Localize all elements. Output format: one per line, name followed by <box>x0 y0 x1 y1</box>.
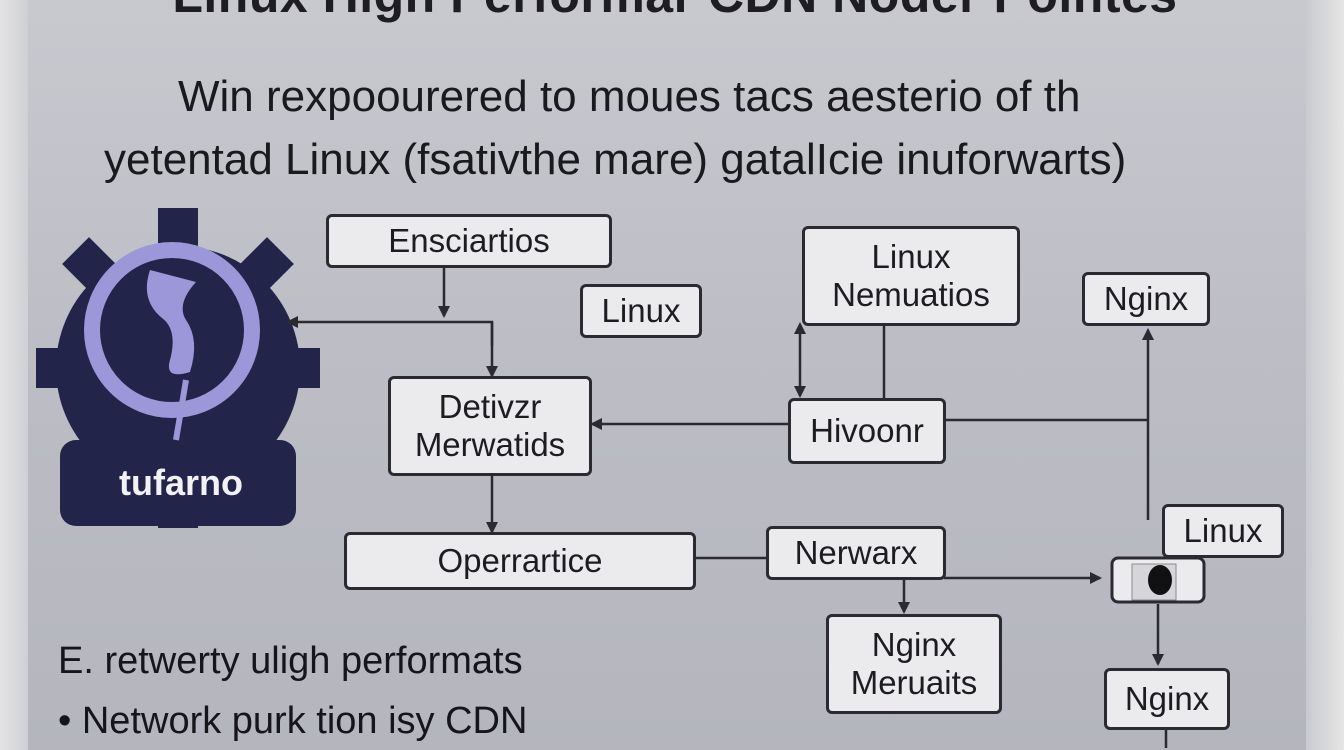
node-nginx-top: Nginx <box>1082 272 1210 326</box>
node-linux-right: Linux <box>1162 504 1284 558</box>
bullet-item: E. retwerty uligh performats <box>58 640 523 682</box>
gear-icon <box>36 208 320 528</box>
node-nerwarx: Nerwarx <box>766 526 946 580</box>
node-detivzr-merwatids: Detivzr Merwatids <box>388 376 592 476</box>
node-nginx-meruaits: Nginx Meruaits <box>826 614 1002 714</box>
right-edge <box>1306 0 1344 750</box>
device-node <box>1110 556 1206 604</box>
subtitle-line-2: yetentad Linux (fsativthe mare) gatalIci… <box>104 135 1127 184</box>
node-linux-small: Linux <box>580 284 702 338</box>
bullet-item: • Network purk tion isy CDN <box>58 700 528 742</box>
node-operrartice: Operrartice <box>344 532 696 590</box>
node-linux-nemuatios: Linux Nemuatios <box>802 226 1020 326</box>
logo-label: tufarno <box>119 462 243 503</box>
node-nginx-bottom: Nginx <box>1104 668 1230 730</box>
subtitle-line-1: Win rexpoourered to moues tacs aesterio … <box>178 72 1081 121</box>
node-hivoonr: Hivoonr <box>788 398 946 464</box>
connectors <box>286 268 1168 748</box>
node-ensciartios: Ensciartios <box>326 214 612 268</box>
left-edge <box>0 0 28 750</box>
slide-title: Linux High Performar CDN Noder Pointes <box>60 0 1290 24</box>
